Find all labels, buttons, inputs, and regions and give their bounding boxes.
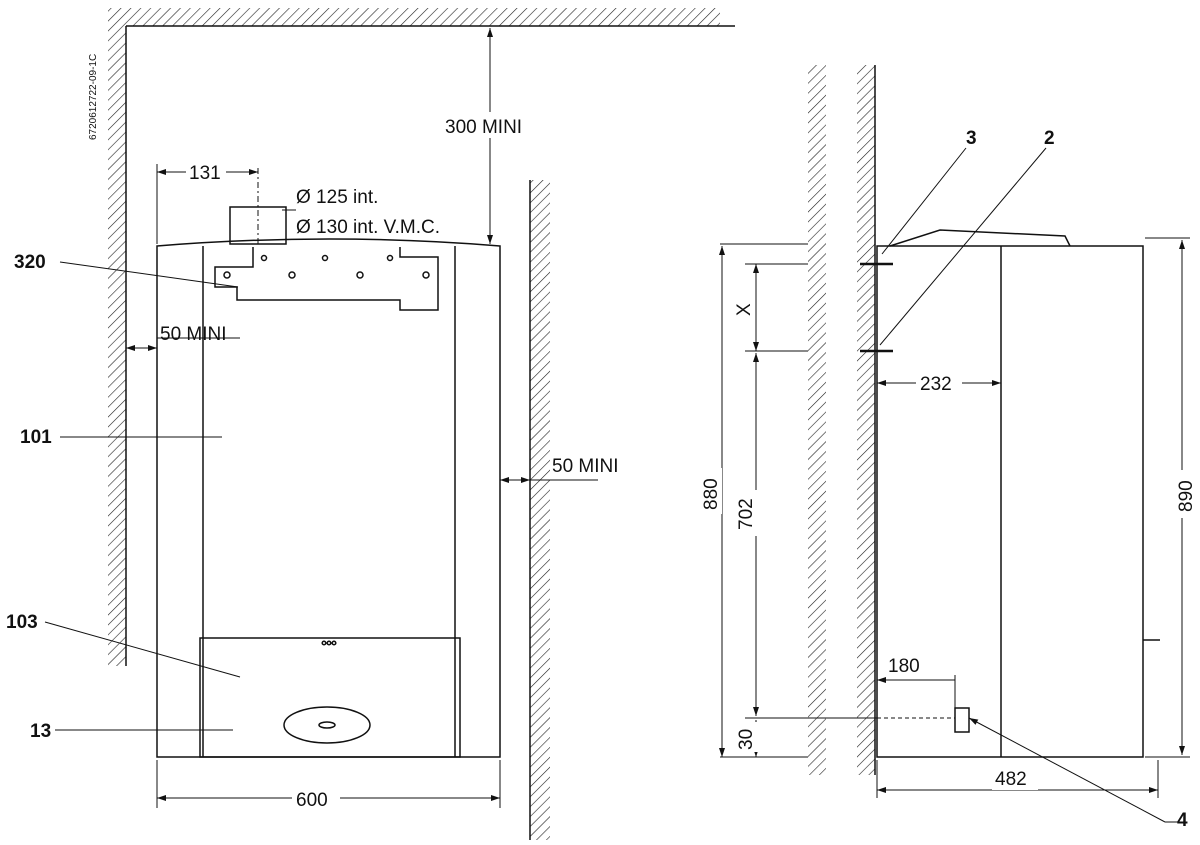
- clearance-right-label: 50 MINI: [552, 456, 619, 477]
- width-label: 600: [296, 790, 328, 811]
- depth-total-label: 482: [995, 769, 1027, 790]
- flue-offset-label: 131: [189, 163, 221, 184]
- front-dimension-lines: [44, 28, 598, 808]
- callout-101: 101: [20, 427, 52, 448]
- left-wall: [108, 26, 126, 666]
- front-view: 6720612722-09-1C 300 MINI 131 Ø 125 int.…: [6, 8, 735, 840]
- offset-30-label: 30: [736, 729, 757, 750]
- side-wall-left: [808, 65, 826, 775]
- height-890-label: 890: [1176, 480, 1197, 512]
- right-wall: [530, 180, 550, 840]
- height-702-label: 702: [736, 498, 757, 530]
- doc-code: 6720612722-09-1C: [88, 54, 99, 140]
- ceiling-wall: [108, 8, 720, 26]
- side-view: X 232 880 702 890 180 30 482 3 2 4: [696, 65, 1197, 831]
- flue-diameter-label-1: Ø 125 int.: [296, 187, 378, 208]
- height-880-label: 880: [701, 478, 722, 510]
- boiler-side: [860, 229, 1160, 758]
- callout-3: 3: [966, 128, 977, 149]
- clearance-left-label: 50 MINI: [160, 324, 227, 345]
- flue-diameter-label-2: Ø 130 int. V.M.C.: [296, 217, 440, 238]
- side-wall-right: [857, 65, 875, 775]
- mounting-bracket: [214, 247, 439, 311]
- depth-bracket-label: 232: [920, 374, 952, 395]
- dim-x-label: X: [734, 303, 755, 316]
- offset-180-label: 180: [888, 656, 920, 677]
- callout-2: 2: [1044, 128, 1055, 149]
- callout-4: 4: [1177, 810, 1188, 831]
- boiler-front: [156, 168, 501, 758]
- callout-13: 13: [30, 721, 51, 742]
- callout-103: 103: [6, 612, 38, 633]
- clearance-top-label: 300 MINI: [445, 117, 522, 138]
- callout-320: 320: [14, 252, 46, 273]
